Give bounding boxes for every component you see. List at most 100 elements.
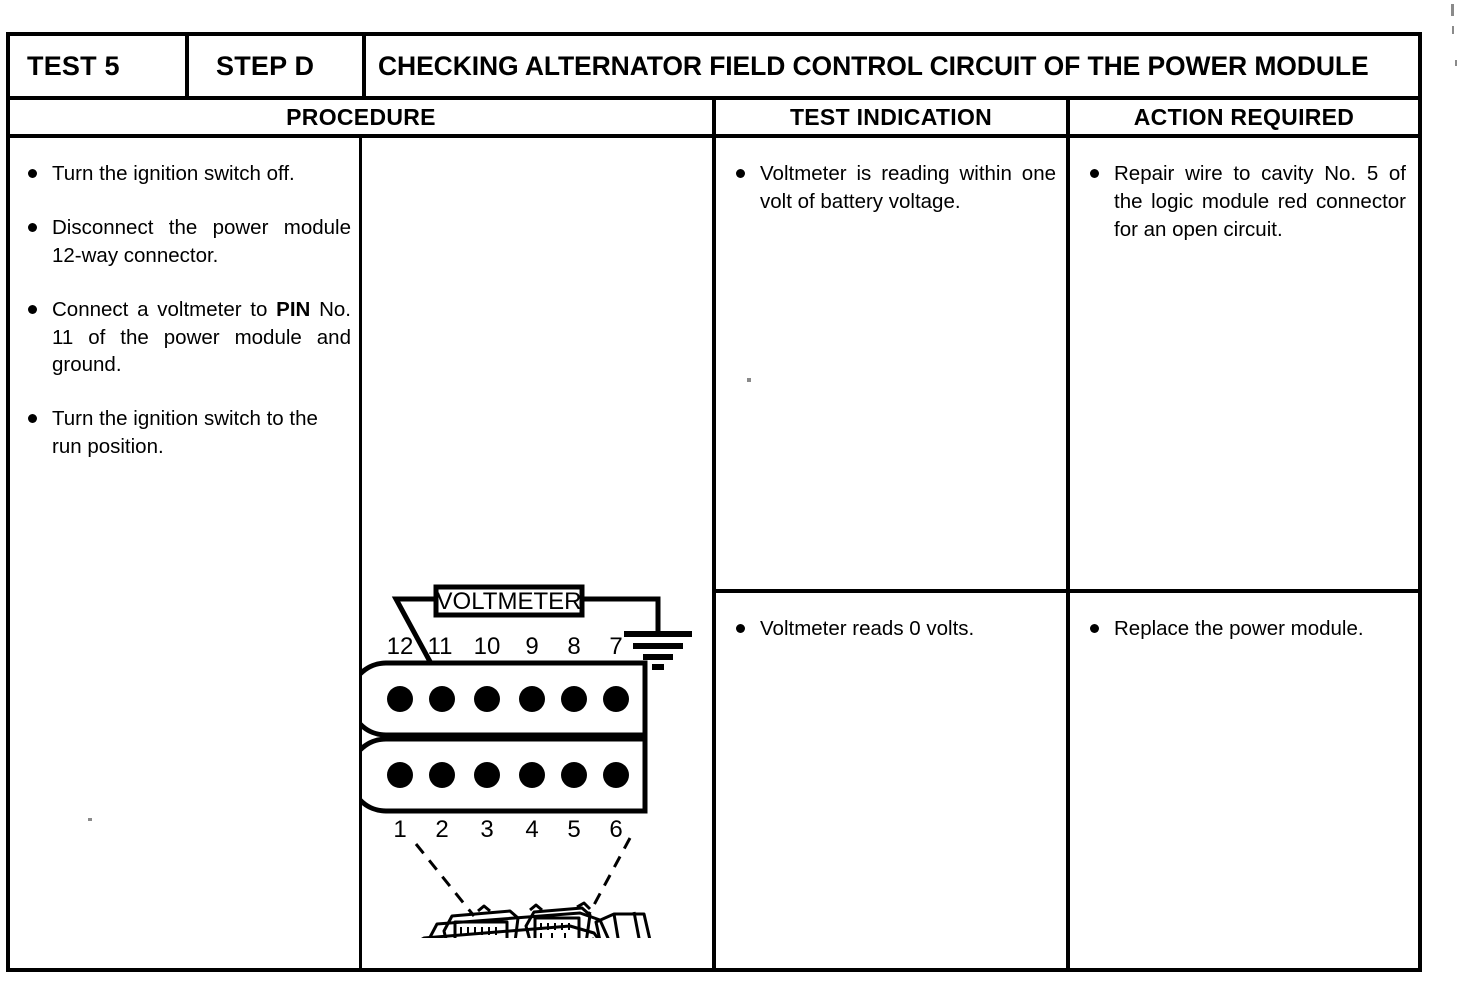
socket-right-pins [540, 923, 570, 938]
action-required-list: Replace the power module. [1082, 615, 1406, 643]
connector-diagram: VOLTMETER [362, 138, 712, 968]
bullet-icon [28, 414, 37, 424]
pin-hole-11 [429, 686, 455, 712]
action-required-text: Replace the power module. [1114, 617, 1364, 640]
procedure-step-text: Turn the ignition switch to the run posi… [52, 407, 318, 459]
pin-label-12: 12 [387, 633, 414, 660]
action-required-cell: Repair wire to cavity No. 5 of the logic… [1070, 138, 1418, 589]
connector-socket-right [533, 916, 581, 938]
connector-diagram-svg: VOLTMETER [362, 584, 692, 938]
socket-left-pins [460, 927, 497, 935]
connector-socket-left-housing [442, 909, 520, 938]
procedure-step-text: Connect a voltmeter to [52, 297, 277, 321]
action-required-item: Repair wire to cavity No. 5 of the logic… [1082, 160, 1406, 244]
voltmeter-label: VOLTMETER [437, 588, 582, 615]
procedure-step-list: Turn the ignition switch off. Disconnect… [20, 160, 351, 461]
bullet-icon [736, 624, 745, 633]
procedure-step-text: Disconnect the power module 12-way conne… [52, 215, 351, 267]
ground-symbol [624, 631, 692, 670]
procedure-step-emphasis: PIN [276, 297, 311, 321]
pin-label-3: 3 [480, 816, 493, 843]
pin-hole-2 [429, 762, 455, 788]
test-indication-item: Voltmeter is reading within one volt of … [728, 160, 1056, 216]
pin-hole-8 [561, 686, 587, 712]
mount-tab-c [576, 901, 592, 911]
procedure-step: Disconnect the power module 12-way conne… [20, 214, 351, 270]
step-letter-label: STEP D [216, 50, 315, 81]
pin-label-4: 4 [525, 816, 538, 843]
pin-hole-9 [519, 686, 545, 712]
power-module-illustration [421, 901, 652, 938]
bottom-pin-labels: 1 2 3 4 5 6 [393, 816, 622, 843]
test-number-label: TEST 5 [27, 50, 120, 81]
test-indication-list: Voltmeter reads 0 volts. [728, 615, 1056, 643]
leader-line-left [414, 843, 476, 917]
boot-rib-2 [632, 911, 641, 938]
procedure-step-text-cont: No. 11 of the power module and ground. [52, 297, 351, 377]
pin-hole-1 [387, 762, 413, 788]
test-indication-item: Voltmeter reads 0 volts. [728, 615, 1056, 643]
pin-label-7: 7 [609, 633, 622, 660]
action-required-cell: Replace the power module. [1070, 593, 1418, 968]
boot-rib-1 [612, 913, 620, 938]
results-columns: Voltmeter is reading within one volt of … [716, 138, 1418, 968]
test-indication-text: Voltmeter is reading within one volt of … [760, 162, 1056, 213]
diagnostic-table: TEST 5 STEP D CHECKING ALTERNATOR FIELD … [6, 32, 1422, 972]
action-required-text: Repair wire to cavity No. 5 of the logic… [1114, 162, 1406, 241]
column-header-row: PROCEDURE TEST INDICATION ACTION REQUIRE… [10, 100, 1418, 138]
pin-label-10: 10 [474, 633, 501, 660]
bullet-icon [28, 304, 37, 314]
mount-tab-b [529, 903, 543, 912]
bullet-icon [28, 222, 37, 232]
table-body: Turn the ignition switch off. Disconnect… [10, 138, 1418, 968]
top-pin-holes [387, 686, 629, 712]
scan-speckle [1455, 60, 1457, 66]
pin-label-1: 1 [393, 816, 406, 843]
pin-hole-7 [603, 686, 629, 712]
test-number-cell: TEST 5 [10, 36, 189, 96]
bullet-icon [28, 169, 37, 178]
pin-hole-5 [561, 762, 587, 788]
leader-line-right [586, 837, 632, 917]
scan-speckle [1451, 4, 1454, 16]
pin-label-6: 6 [609, 816, 622, 843]
scan-speckle [88, 818, 92, 821]
column-header-procedure: PROCEDURE [10, 100, 716, 134]
step-letter-cell: STEP D [189, 36, 366, 96]
mount-tab-a [477, 904, 491, 913]
pin-hole-6 [603, 762, 629, 788]
connector-socket-right-housing [524, 906, 592, 938]
voltmeter-ground-lead [582, 596, 661, 634]
column-header-action-required: ACTION REQUIRED [1133, 103, 1355, 130]
scan-speckle [1452, 26, 1454, 34]
connector-bottom-row-shell [362, 736, 648, 814]
connector-top-row-shell [362, 660, 648, 738]
procedure-steps-cell: Turn the ignition switch off. Disconnect… [10, 138, 362, 968]
procedure-step: Turn the ignition switch to the run posi… [20, 405, 351, 461]
pin-label-2: 2 [435, 816, 448, 843]
connector-socket-left [453, 920, 509, 938]
procedure-column: Turn the ignition switch off. Disconnect… [10, 138, 716, 968]
module-body [421, 924, 600, 938]
bottom-pin-holes [387, 762, 629, 788]
pin-label-11: 11 [428, 633, 453, 660]
voltmeter-probe-lead [391, 596, 443, 682]
bullet-icon [1090, 624, 1099, 633]
procedure-step-text: Turn the ignition switch off. [52, 162, 295, 185]
action-required-list: Repair wire to cavity No. 5 of the logic… [1082, 160, 1406, 244]
procedure-step: Turn the ignition switch off. [20, 160, 351, 188]
test-indication-cell: Voltmeter is reading within one volt of … [716, 138, 1070, 589]
leader-lines [414, 837, 632, 917]
action-required-item: Replace the power module. [1082, 615, 1406, 643]
pin-hole-12 [387, 686, 413, 712]
pin-hole-4 [519, 762, 545, 788]
pin-hole-10 [474, 686, 500, 712]
result-row: Voltmeter reads 0 volts. Replace the pow… [716, 593, 1418, 968]
scan-speckle [747, 378, 751, 382]
table-header-band: TEST 5 STEP D CHECKING ALTERNATOR FIELD … [10, 36, 1418, 100]
pin-label-9: 9 [525, 633, 538, 660]
procedure-title-cell: CHECKING ALTERNATOR FIELD CONTROL CIRCUI… [366, 36, 1418, 96]
test-indication-list: Voltmeter is reading within one volt of … [728, 160, 1056, 216]
test-indication-cell: Voltmeter reads 0 volts. [716, 593, 1070, 968]
